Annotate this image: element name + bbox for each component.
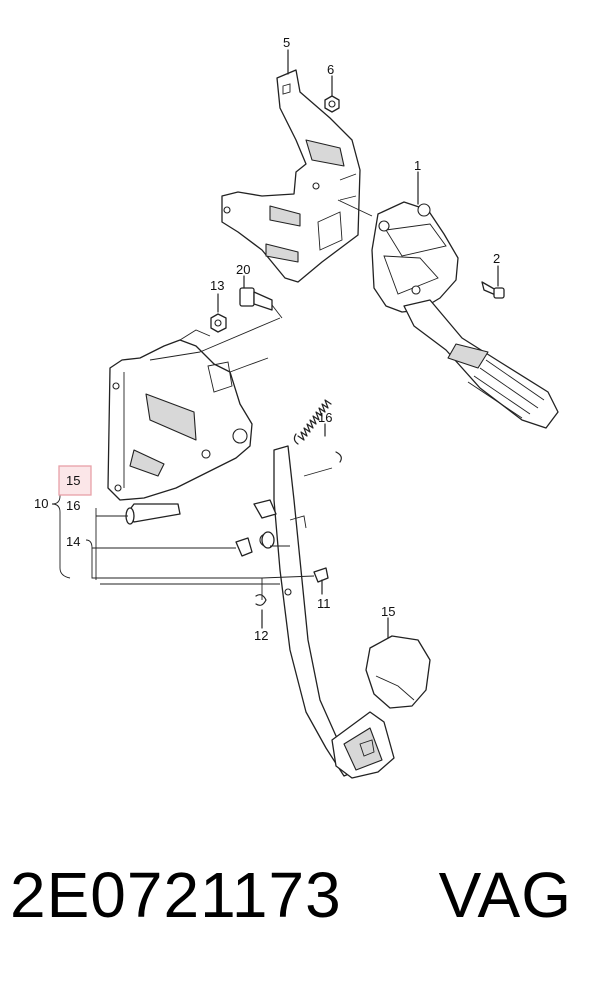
- switch-part-20: [239, 275, 283, 319]
- leader-lines: [51, 199, 373, 600]
- nut-part-13: [210, 293, 227, 333]
- callout-6: 6: [327, 62, 334, 77]
- return-spring-part-16: [293, 399, 342, 463]
- nut-part-6: [324, 75, 340, 113]
- bolt-part-11: [313, 567, 329, 595]
- pedal-pad-lower: [331, 711, 395, 779]
- clutch-pedal-arm: [253, 445, 359, 777]
- callout-14: 14: [66, 534, 80, 549]
- accelerator-pedal-module: [371, 171, 559, 429]
- caption-bar: 2E0721173 VAG: [0, 858, 600, 958]
- bolt-part-14: [125, 503, 275, 557]
- callout-10: 10: [34, 496, 48, 511]
- callout-11: 11: [317, 596, 331, 611]
- callout-15-highlight: [58, 465, 92, 496]
- callout-1: 1: [414, 158, 421, 173]
- callout-5: 5: [283, 35, 290, 50]
- callout-12: 12: [254, 628, 268, 643]
- callout-15-list: 15: [66, 473, 80, 488]
- callout-16-spring: 16: [318, 410, 332, 425]
- callout-20: 20: [236, 262, 250, 277]
- clutch-pedal-bracket: [107, 317, 281, 501]
- upper-mounting-bracket: [221, 69, 361, 283]
- clip-part-12: [255, 594, 267, 629]
- pedal-assembly-diagram: 5 6 1 2 20 13 16 15 16 10 14 11 12 15: [34, 35, 559, 779]
- brand-name: VAG: [438, 859, 572, 931]
- part-number: 2E0721173: [10, 859, 342, 931]
- callout-16-list: 16: [66, 498, 80, 513]
- callout-13: 13: [210, 278, 224, 293]
- screw-part-2: [481, 265, 505, 299]
- callout-15-pad: 15: [381, 604, 395, 619]
- callout-2: 2: [493, 251, 500, 266]
- pedal-pad-cover-part-15: [365, 617, 431, 709]
